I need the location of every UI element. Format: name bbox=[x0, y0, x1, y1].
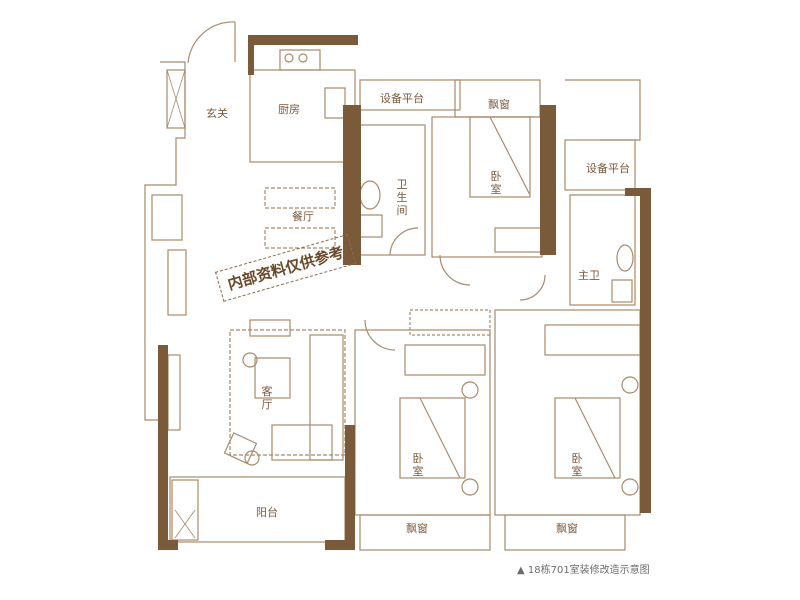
room-label-bay-window-right: 飘窗 bbox=[556, 522, 578, 535]
room-label-equipment-platform-1: 设备平台 bbox=[380, 92, 424, 105]
room-label-kitchen: 厨房 bbox=[278, 103, 300, 116]
room-label-bathroom: 卫生间 bbox=[396, 178, 408, 217]
room-label-balcony: 阳台 bbox=[256, 506, 278, 519]
room-label-bay-window-top: 飘窗 bbox=[488, 98, 510, 111]
room-label-entrance: 玄关 bbox=[206, 107, 228, 120]
room-label-equipment-platform-2: 设备平台 bbox=[586, 162, 630, 175]
room-label-bedroom-left: 卧室 bbox=[412, 452, 424, 478]
caption: ▲ 18栋701室装修改造示意图 bbox=[517, 565, 650, 576]
room-label-bedroom-top: 卧室 bbox=[490, 170, 502, 196]
room-label-bay-window-left: 飘窗 bbox=[406, 522, 428, 535]
room-label-dining: 餐厅 bbox=[292, 210, 314, 223]
room-label-master-bath: 主卫 bbox=[578, 269, 600, 282]
room-label-bedroom-right: 卧室 bbox=[571, 452, 583, 478]
room-label-living: 客厅 bbox=[261, 385, 273, 411]
